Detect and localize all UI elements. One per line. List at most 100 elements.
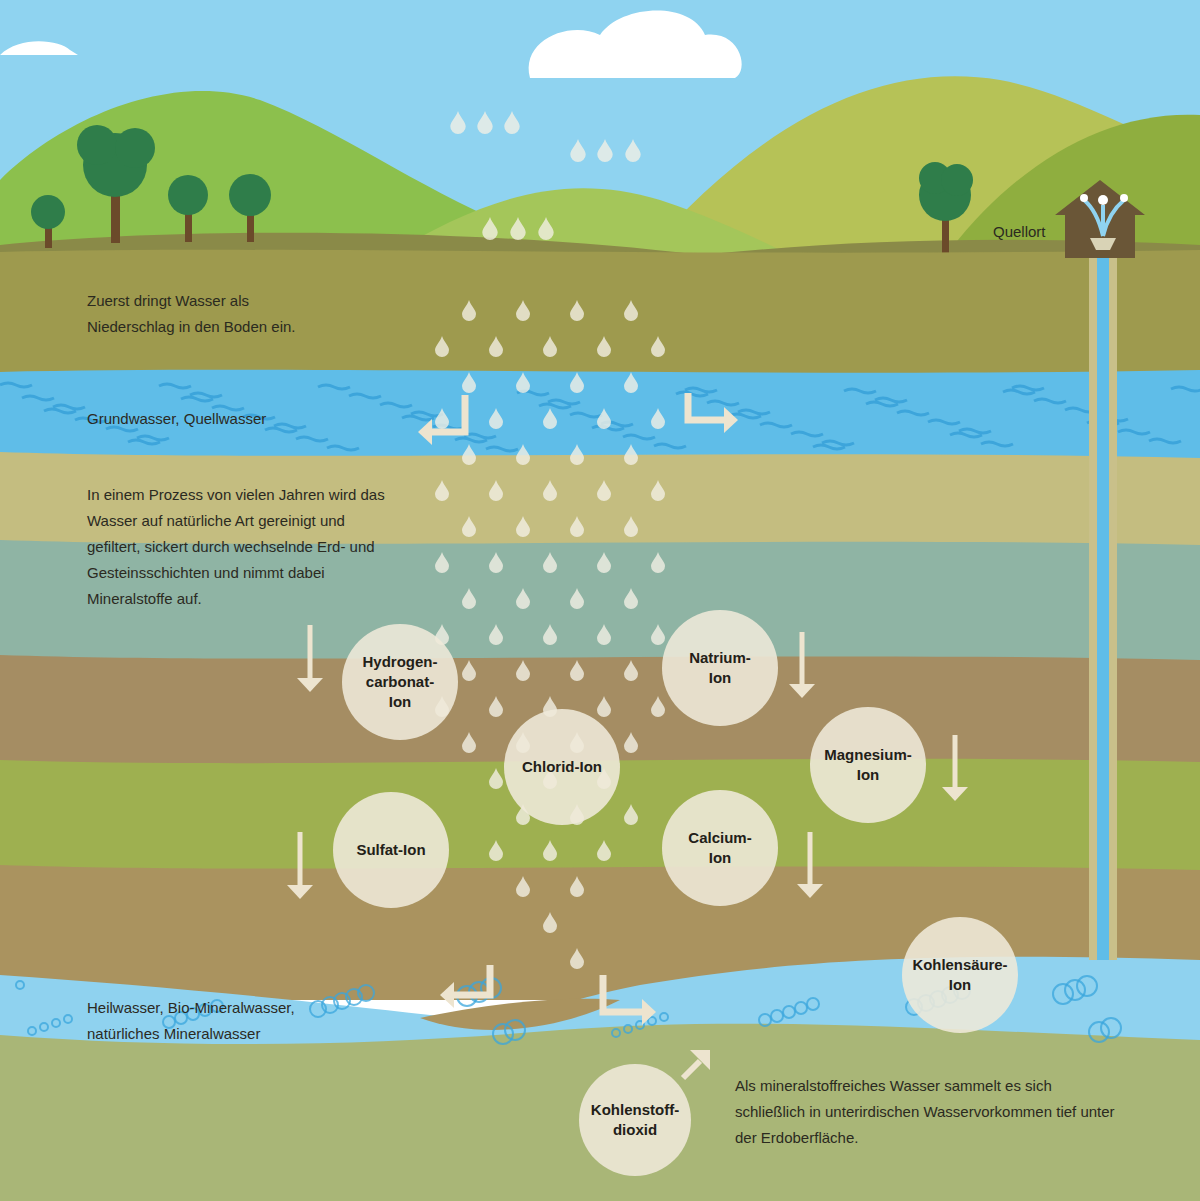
water-drop: [477, 111, 492, 134]
annotation-text: Als mineralstoffreiches Wasser sammelt e…: [735, 1073, 1120, 1151]
water-drop: [624, 444, 638, 465]
annotation-text: In einem Prozess von vielen Jahren wird …: [87, 482, 392, 612]
water-drop: [516, 516, 530, 537]
ion-name: Hydrogen- carbonat- Ion: [363, 652, 438, 712]
ion-circle: Natrium- Ion: [662, 610, 778, 726]
circle-shape: [579, 1064, 691, 1176]
text-wrap: Chlorid-Ion: [504, 709, 620, 825]
water-drop: [570, 372, 584, 393]
water-drop: [543, 408, 557, 429]
ion-circle: Calcium- Ion: [662, 790, 778, 906]
circle-shape: [662, 610, 778, 726]
water-drop: [624, 300, 638, 321]
circle-shape: [902, 917, 1018, 1033]
water-drop: [489, 480, 503, 501]
water-drop: [597, 552, 611, 573]
water-drop: [543, 840, 557, 861]
water-drop: [435, 480, 449, 501]
ion-name: Kohlensäure- Ion: [912, 955, 1007, 995]
water-drop: [651, 624, 665, 645]
annotation-text: Grundwasser, Quellwasser: [87, 406, 347, 432]
ion-name: Calcium- Ion: [688, 828, 751, 868]
water-drop: [462, 588, 476, 609]
water-drop: [482, 217, 497, 240]
water-drop: [624, 372, 638, 393]
water-drop: [570, 300, 584, 321]
water-drop: [543, 912, 557, 933]
water-drop: [543, 480, 557, 501]
water-drop: [462, 300, 476, 321]
water-drop: [516, 876, 530, 897]
water-drop: [597, 696, 611, 717]
ion-circle: Kohlenstoff- dioxid: [579, 1064, 691, 1176]
ion-name: Kohlenstoff- dioxid: [591, 1100, 679, 1140]
water-drop: [462, 444, 476, 465]
water-drop: [489, 408, 503, 429]
water-drop: [462, 732, 476, 753]
water-drop: [543, 336, 557, 357]
water-drop: [462, 660, 476, 681]
ion-circle: Kohlensäure- Ion: [902, 917, 1018, 1033]
text-wrap: Natrium- Ion: [662, 610, 778, 726]
water-drop: [597, 840, 611, 861]
water-drop: [651, 336, 665, 357]
ion-name: Sulfat-Ion: [356, 840, 425, 860]
water-drop: [651, 696, 665, 717]
water-drop: [597, 624, 611, 645]
water-drop: [462, 516, 476, 537]
water-drop: [462, 372, 476, 393]
water-drop: [624, 804, 638, 825]
text-wrap: Magnesium- Ion: [810, 707, 926, 823]
water-drop: [624, 660, 638, 681]
water-drop: [516, 300, 530, 321]
water-drop: [597, 480, 611, 501]
water-drop: [516, 588, 530, 609]
water-drop: [489, 336, 503, 357]
water-drop: [435, 408, 449, 429]
water-drop: [651, 408, 665, 429]
water-drop: [489, 696, 503, 717]
water-drop: [435, 336, 449, 357]
water-drop: [570, 876, 584, 897]
water-drop: [435, 552, 449, 573]
water-drop: [570, 444, 584, 465]
water-drop: [597, 408, 611, 429]
water-drop: [489, 552, 503, 573]
text-wrap: Hydrogen- carbonat- Ion: [342, 624, 458, 740]
water-drop: [543, 552, 557, 573]
water-drop: [450, 111, 465, 134]
water-drop: [570, 516, 584, 537]
circle-shape: [810, 707, 926, 823]
ion-circle: Magnesium- Ion: [810, 707, 926, 823]
water-drop: [489, 624, 503, 645]
annotation-text: Heilwasser, Bio-Mineralwasser, natürlich…: [87, 995, 349, 1047]
ion-name: Chlorid-Ion: [522, 757, 602, 777]
water-drop: [651, 552, 665, 573]
text-wrap: Sulfat-Ion: [333, 792, 449, 908]
water-drop: [489, 840, 503, 861]
water-drop: [516, 372, 530, 393]
water-drop: [651, 480, 665, 501]
water-drop: [516, 660, 530, 681]
water-drop: [570, 139, 585, 162]
water-drop: [597, 336, 611, 357]
text-wrap: Kohlenstoff- dioxid: [579, 1064, 691, 1176]
water-drop: [624, 588, 638, 609]
ion-circle: Hydrogen- carbonat- Ion: [342, 624, 458, 740]
water-drop: [570, 588, 584, 609]
ion-circle: Chlorid-Ion: [504, 709, 620, 825]
ion-circle: Sulfat-Ion: [333, 792, 449, 908]
text-wrap: Calcium- Ion: [662, 790, 778, 906]
water-drop: [516, 444, 530, 465]
water-drop: [624, 516, 638, 537]
water-drop: [624, 732, 638, 753]
water-drop: [625, 139, 640, 162]
text-wrap: Kohlensäure- Ion: [902, 917, 1018, 1033]
annotation-text: Quellort: [993, 219, 1113, 245]
ion-name: Magnesium- Ion: [824, 745, 912, 785]
water-drop: [538, 217, 553, 240]
water-drop: [504, 111, 519, 134]
annotation-text: Zuerst dringt Wasser als Niederschlag in…: [87, 288, 337, 340]
water-drop: [489, 768, 503, 789]
water-drop: [597, 139, 612, 162]
